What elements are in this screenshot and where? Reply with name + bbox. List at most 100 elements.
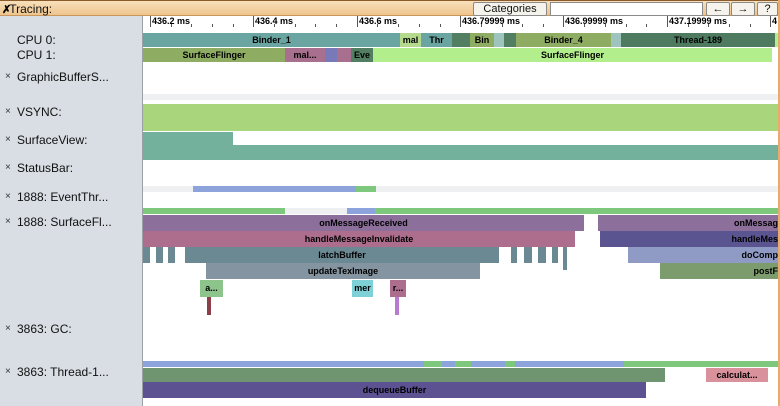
remove-track-icon[interactable]: × — [5, 191, 11, 202]
ruler-major-tick — [460, 16, 461, 27]
trace-slice[interactable] — [143, 186, 780, 192]
trace-slice-thr[interactable]: Thr — [421, 33, 452, 47]
trace-slice-updateteximage[interactable]: updateTexImage — [206, 263, 480, 279]
trace-slice[interactable] — [515, 361, 624, 367]
categories-button[interactable]: Categories — [473, 2, 547, 16]
trace-slice-handlemes[interactable]: handleMes — [600, 231, 780, 247]
search-input[interactable] — [550, 2, 703, 16]
ruler-minor-tick — [584, 24, 585, 27]
trace-slice[interactable] — [452, 33, 470, 47]
ruler-minor-tick — [522, 24, 523, 27]
trace-slice[interactable] — [624, 361, 780, 367]
track-row-thread-main: calculat... — [143, 368, 780, 382]
ruler-tick-label: 436.79999 ms — [462, 16, 521, 26]
trace-slice-handlemessageinvalidate[interactable]: handleMessageInvalidate — [143, 231, 575, 247]
trace-slice[interactable] — [471, 361, 505, 367]
trace-slice[interactable] — [347, 208, 375, 214]
trace-slice-a[interactable]: a... — [200, 280, 223, 297]
trace-slice[interactable] — [143, 104, 780, 131]
help-button[interactable]: ? — [757, 2, 778, 16]
trace-slice-binder-4[interactable]: Binder_4 — [516, 33, 611, 47]
trace-slice-docomp[interactable]: doComp — [628, 247, 780, 263]
trace-slice[interactable] — [143, 247, 150, 263]
sidebar-item-label: 3863: GC: — [17, 322, 72, 336]
trace-slice[interactable] — [207, 297, 211, 315]
remove-track-icon[interactable]: × — [5, 106, 11, 117]
trace-slice[interactable] — [143, 132, 233, 145]
trace-slice[interactable] — [337, 48, 351, 62]
trace-slice[interactable] — [143, 368, 665, 382]
trace-slice[interactable] — [538, 247, 546, 263]
trace-slice-mal[interactable]: mal — [400, 33, 421, 47]
ruler-tick-label: 436.6 ms — [359, 16, 398, 26]
trace-slice[interactable] — [356, 186, 376, 192]
trace-slice[interactable] — [442, 361, 455, 367]
trace-slice[interactable] — [285, 208, 347, 214]
trace-slice[interactable] — [375, 208, 780, 214]
remove-track-icon[interactable]: × — [5, 323, 11, 334]
ruler-minor-tick — [750, 24, 751, 27]
trace-slice[interactable] — [168, 247, 175, 263]
trace-slice[interactable] — [325, 48, 337, 62]
trace-slice-surfaceflinger[interactable]: SurfaceFlinger — [143, 48, 285, 62]
ruler-tick-label: 437.19999 ms — [669, 16, 728, 26]
trace-slice[interactable] — [424, 361, 442, 367]
trace-slice-onmessag[interactable]: onMessag — [598, 215, 780, 231]
sidebar-item-label: CPU 1: — [17, 48, 56, 62]
trace-slice-binder-1[interactable]: Binder_1 — [143, 33, 400, 47]
ruler-major-tick — [563, 16, 564, 27]
trace-slice[interactable] — [524, 247, 532, 263]
ruler-minor-tick — [729, 24, 730, 27]
remove-track-icon[interactable]: × — [5, 162, 11, 173]
trace-slice[interactable] — [395, 297, 399, 315]
trace-slice[interactable] — [143, 208, 285, 214]
trace-slice[interactable] — [143, 94, 780, 100]
trace-slice-thread-189[interactable]: Thread-189 — [621, 33, 775, 47]
sidebar-item-statusbar: ×StatusBar: — [0, 161, 143, 176]
trace-slice-postf[interactable]: postF — [660, 263, 780, 279]
trace-slice-surfaceflinger[interactable]: SurfaceFlinger — [373, 48, 772, 62]
trace-slice[interactable] — [455, 361, 471, 367]
ruler-minor-tick — [481, 24, 482, 27]
trace-slice-bin[interactable]: Bin — [470, 33, 494, 47]
trace-slice[interactable] — [611, 33, 621, 47]
back-button[interactable]: ← — [706, 2, 730, 16]
trace-slice-calculat[interactable]: calculat... — [706, 368, 768, 382]
trace-slice[interactable] — [156, 247, 163, 263]
trace-slice-onmessagereceived[interactable]: onMessageReceived — [143, 215, 584, 231]
page-title: Tracing: — [9, 2, 53, 16]
remove-track-icon[interactable]: × — [5, 71, 11, 82]
title-wrap: ✗ Tracing: — [2, 2, 52, 16]
trace-slice[interactable] — [552, 247, 558, 263]
trace-slice-eve[interactable]: Eve — [351, 48, 373, 62]
trace-slice[interactable] — [775, 33, 780, 47]
trace-slice-latchbuffer[interactable]: latchBuffer — [185, 247, 499, 263]
ruler-minor-tick — [688, 24, 689, 27]
trace-slice[interactable] — [511, 247, 517, 263]
remove-track-icon[interactable]: × — [5, 134, 11, 145]
close-icon[interactable]: ✗ — [2, 3, 12, 16]
trace-slice-dequeuebuffer[interactable]: dequeueBuffer — [143, 382, 646, 398]
trace-slice[interactable] — [563, 247, 567, 270]
track-row-sf-detail: a... mer r... — [143, 280, 780, 297]
track-row-surfaceview-main — [143, 145, 780, 160]
trace-slice[interactable] — [505, 361, 515, 367]
trace-slice[interactable] — [193, 186, 356, 192]
trace-slice[interactable] — [494, 33, 504, 47]
trace-slice-mer[interactable]: mer — [352, 280, 373, 297]
sidebar-item-label: 3863: Thread-1... — [17, 365, 109, 379]
remove-track-icon[interactable]: × — [5, 216, 11, 227]
trace-slice[interactable] — [143, 361, 424, 367]
forward-button[interactable]: → — [731, 2, 755, 16]
remove-track-icon[interactable]: × — [5, 366, 11, 377]
trace-slice-mal[interactable]: mal... — [285, 48, 325, 62]
ruler-minor-tick — [315, 24, 316, 27]
ruler-tick-label: 436.99999 ms — [565, 16, 624, 26]
trace-slice[interactable] — [504, 33, 516, 47]
trace-slice[interactable] — [143, 145, 780, 160]
trace-slice-r[interactable]: r... — [390, 280, 406, 297]
